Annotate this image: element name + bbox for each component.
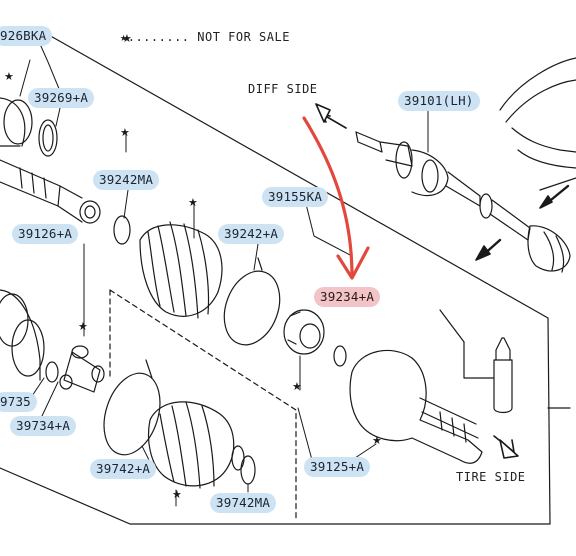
boot-upper bbox=[139, 221, 223, 319]
callout-39742a[interactable]: 39742+A bbox=[90, 459, 157, 479]
callout-39742ma[interactable]: 39742MA bbox=[210, 493, 277, 513]
legend-star: ★ bbox=[120, 30, 128, 44]
cv-bearing-cage bbox=[283, 309, 325, 355]
diff-side-label: DIFF SIDE bbox=[248, 82, 318, 96]
svg-text:★: ★ bbox=[4, 70, 14, 83]
callout-39269a[interactable]: 39269+A bbox=[28, 88, 95, 108]
callout-39735[interactable]: 9735 bbox=[0, 392, 37, 412]
tire-side-label: TIRE SIDE bbox=[456, 470, 526, 484]
tripod-joint bbox=[59, 345, 105, 393]
legend-not-for-sale: ★........ NOT FOR SALE bbox=[120, 30, 290, 44]
callout-39126a[interactable]: 39126+A bbox=[12, 224, 79, 244]
svg-text:★: ★ bbox=[188, 196, 198, 209]
grease-tube bbox=[439, 309, 513, 414]
outer-cv-joint bbox=[349, 349, 483, 464]
svg-text:★: ★ bbox=[292, 380, 302, 393]
svg-text:★: ★ bbox=[172, 488, 182, 501]
svg-text:★: ★ bbox=[78, 320, 88, 333]
boot-band-39742a bbox=[103, 372, 161, 456]
left-boot bbox=[0, 97, 58, 157]
not-for-sale-stars: ★ ★ ★ ★ ★ ★ ★ ★ bbox=[4, 32, 382, 501]
svg-text:★: ★ bbox=[122, 32, 132, 45]
left-joint-housing bbox=[0, 289, 45, 381]
assembly-frame bbox=[0, 29, 551, 525]
clamp-39742ma bbox=[240, 455, 256, 485]
callout-39242ma[interactable]: 39242MA bbox=[93, 170, 160, 190]
snap-ring-39735 bbox=[45, 361, 59, 383]
callout-39234a-highlighted[interactable]: 39234+A bbox=[314, 287, 381, 307]
vehicle-outline bbox=[499, 57, 576, 191]
driveshaft-assembly-lh bbox=[355, 131, 571, 273]
callout-39268ka[interactable]: 926BKA bbox=[0, 26, 53, 46]
snap-ring-39242ma bbox=[113, 215, 131, 245]
svg-text:★: ★ bbox=[120, 126, 130, 139]
leader-lines bbox=[19, 43, 429, 507]
direction-arrows bbox=[315, 103, 570, 459]
svg-text:★: ★ bbox=[372, 434, 382, 447]
callout-39101lh[interactable]: 39101(LH) bbox=[398, 91, 480, 111]
callout-39734a[interactable]: 39734+A bbox=[10, 416, 77, 436]
inner-group-dashes bbox=[109, 289, 297, 521]
left-drive-shaft bbox=[0, 159, 101, 224]
legend-text: ........ NOT FOR SALE bbox=[127, 30, 290, 44]
callout-39155ka[interactable]: 39155KA bbox=[262, 187, 329, 207]
snap-ring-39234 bbox=[333, 345, 347, 367]
callout-39125a[interactable]: 39125+A bbox=[304, 457, 371, 477]
boot-band-39242a bbox=[223, 270, 281, 346]
callout-39242a[interactable]: 39242+A bbox=[218, 224, 285, 244]
boot-lower bbox=[147, 401, 245, 489]
annotation-arrow bbox=[302, 116, 370, 280]
